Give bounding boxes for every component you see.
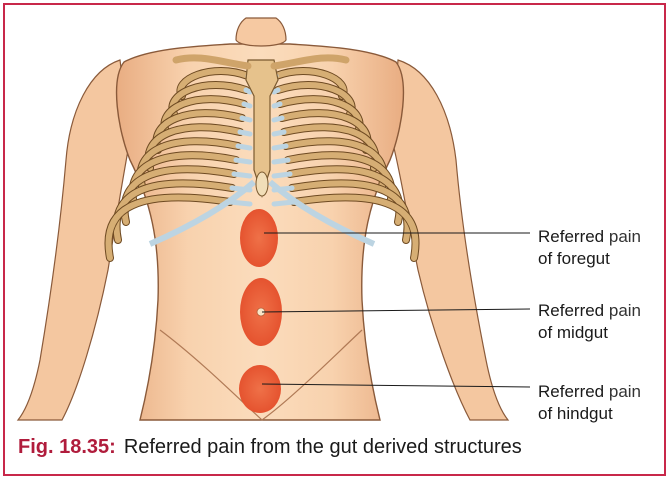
label-hindgut-line1: Referred bbox=[538, 382, 604, 401]
costal-cartilage bbox=[274, 90, 278, 92]
costal-cartilage bbox=[274, 132, 284, 134]
label-midgut-line1: Referred bbox=[538, 301, 604, 320]
label-foregut-line1: Referred bbox=[538, 227, 604, 246]
costal-cartilage bbox=[242, 118, 250, 120]
label-foregut-line2: of foregut bbox=[538, 248, 641, 270]
left-arm bbox=[18, 60, 130, 420]
xiphoid-process bbox=[256, 172, 268, 196]
costal-cartilage bbox=[244, 104, 250, 106]
label-hindgut-pain: pain bbox=[609, 382, 641, 401]
label-midgut-line2: of midgut bbox=[538, 322, 641, 344]
costal-cartilage bbox=[274, 174, 290, 176]
costal-cartilage bbox=[240, 132, 250, 134]
costal-cartilage bbox=[274, 160, 288, 162]
label-foregut: Referred pain of foregut bbox=[538, 226, 641, 270]
label-midgut-pain: pain bbox=[609, 301, 641, 320]
label-midgut: Referred pain of midgut bbox=[538, 300, 641, 344]
costal-cartilage bbox=[274, 118, 282, 120]
costal-cartilage bbox=[230, 202, 250, 204]
costal-cartilage bbox=[246, 90, 250, 92]
costal-cartilage bbox=[274, 146, 286, 148]
label-hindgut-line2: of hindgut bbox=[538, 403, 641, 425]
costal-cartilage bbox=[238, 146, 250, 148]
label-hindgut: Referred pain of hindgut bbox=[538, 381, 641, 425]
costal-cartilage bbox=[274, 104, 280, 106]
figure-caption: Fig. 18.35: Referred pain from the gut de… bbox=[18, 436, 522, 459]
hindgut-pain-area bbox=[239, 365, 281, 413]
neck bbox=[236, 18, 286, 46]
costal-cartilage bbox=[274, 202, 294, 204]
caption-text: Referred pain from the gut derived struc… bbox=[124, 436, 522, 458]
figure-number: Fig. 18.35: bbox=[18, 436, 116, 458]
foregut-pain-area bbox=[240, 209, 278, 267]
costal-cartilage bbox=[234, 174, 250, 176]
label-foregut-pain: pain bbox=[609, 227, 641, 246]
costal-cartilage bbox=[236, 160, 250, 162]
